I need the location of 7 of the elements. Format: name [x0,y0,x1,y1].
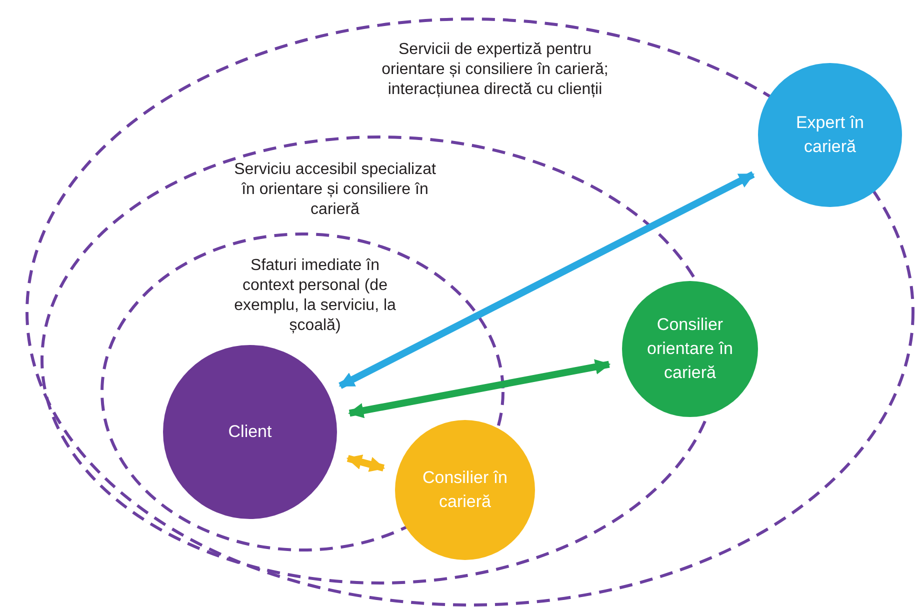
double-arrow [346,454,386,472]
ring-heading: Serviciu accesibil specializat în orientare și consiliere în carieră [233,160,437,220]
double-arrow [338,171,755,389]
dashed-ellipse [25,17,915,607]
double-arrow [348,359,611,418]
ring-heading: Sfaturi imediate în context personal (de exemplu, la serviciu, la școală) [233,256,397,336]
ring-heading: Servicii de expertiză pentru orientare și consiliere în carieră; interacțiunea directă cu clienții [380,40,610,100]
